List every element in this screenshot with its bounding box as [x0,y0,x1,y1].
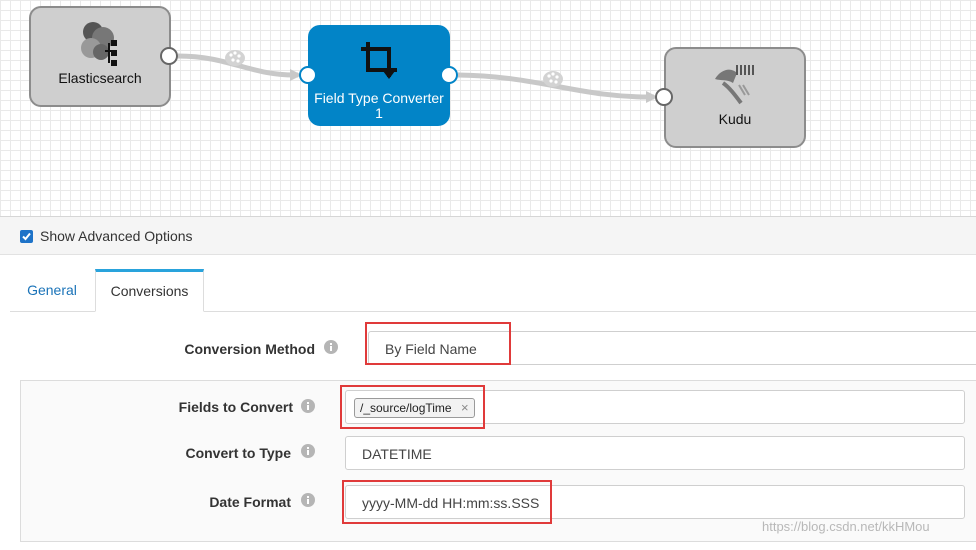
input-port[interactable] [299,66,317,84]
data-preview-icon[interactable] [542,68,564,88]
tab-conversions[interactable]: Conversions [95,269,204,312]
close-icon[interactable]: × [461,400,469,415]
convert-to-type-value: DATETIME [362,446,432,462]
checkmark-icon [22,232,31,241]
output-port[interactable] [440,66,458,84]
node-label: Kudu [718,111,752,127]
link-elasticsearch-to-converter [177,53,299,78]
node-kudu[interactable]: Kudu [664,47,806,148]
field-tag-label: /_source/logTime [360,401,452,415]
input-port[interactable] [655,88,673,106]
node-label: Field Type Converter [314,90,444,106]
highlight-date-format [342,480,552,524]
date-format-value: yyyy-MM-dd HH:mm:ss.SSS [362,495,540,511]
config-tabs: General Conversions [10,269,976,312]
info-icon[interactable] [301,399,315,413]
advanced-options-bar: Show Advanced Options [0,217,976,255]
node-label: Elasticsearch [58,70,142,86]
highlight-fields-to-convert [340,385,485,429]
conversion-method-label: Conversion Method [184,341,315,357]
fields-to-convert-label: Fields to Convert [178,399,293,415]
highlight-conversion-method [365,322,511,365]
arrowhead-2 [646,91,658,103]
tab-general[interactable]: General [27,282,77,298]
show-advanced-label[interactable]: Show Advanced Options [40,228,193,244]
field-tag: /_source/logTime × [354,398,475,418]
elasticsearch-icon [81,22,117,66]
kudu-icon [715,65,754,105]
date-format-select[interactable]: yyyy-MM-dd HH:mm:ss.SSS [345,485,965,519]
link-converter-to-kudu [457,72,655,100]
conversion-method-select[interactable]: By Field Name [368,331,976,365]
node-field-type-converter[interactable]: Field Type Converter 1 [308,25,450,126]
conversion-method-value: By Field Name [385,341,477,357]
convert-to-type-label: Convert to Type [185,445,291,461]
arrowhead-1 [290,69,302,81]
date-format-label: Date Format [209,494,291,510]
crop-icon [361,42,397,79]
fields-to-convert-input[interactable]: /_source/logTime × [345,390,965,424]
pipeline-wires [177,53,658,103]
show-advanced-checkbox[interactable] [20,230,33,243]
pipeline-canvas[interactable]: Elasticsearch Field Type Converter 1 Kud… [0,0,976,217]
info-icon[interactable] [324,340,338,354]
data-preview-icon[interactable] [224,47,246,67]
watermark: https://blog.csdn.net/kkHMou [762,519,930,534]
output-port[interactable] [160,47,178,65]
convert-to-type-select[interactable]: DATETIME [345,436,965,470]
node-elasticsearch[interactable]: Elasticsearch [29,6,171,107]
info-icon[interactable] [301,493,315,507]
node-sublabel: 1 [375,105,383,121]
info-icon[interactable] [301,444,315,458]
conversion-item: Fields to Convert /_source/logTime × Con… [20,380,976,542]
